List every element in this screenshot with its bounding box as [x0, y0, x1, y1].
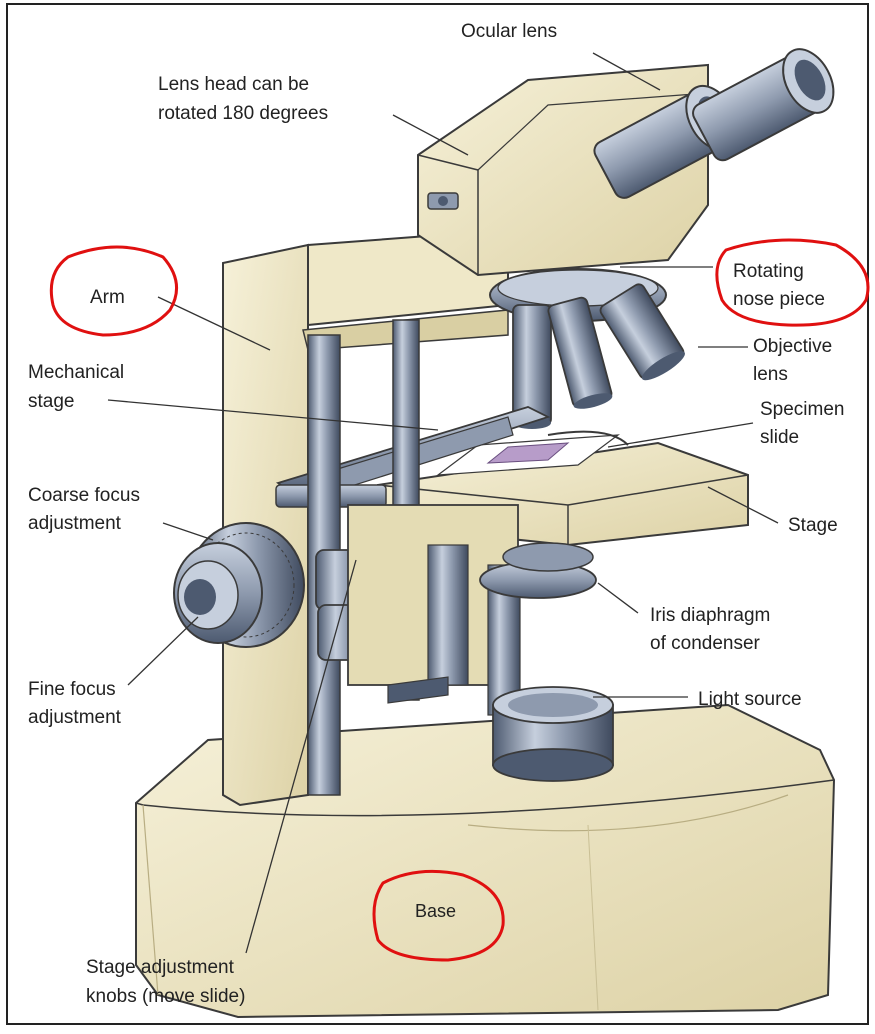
highlight-circle-arm	[49, 245, 179, 337]
label-fine-line1: Fine focus	[28, 679, 116, 700]
label-light-source: Light source	[698, 689, 802, 710]
ocular-lens	[593, 48, 835, 199]
label-lens-head-line2: rotated 180 degrees	[158, 103, 328, 124]
lens-head	[417, 63, 709, 277]
highlight-circles	[49, 238, 870, 962]
label-iris-line2: of condenser	[650, 633, 761, 654]
label-coarse-line2: adjustment	[28, 513, 122, 534]
label-stage-adjustment-line1: Stage adjustment	[86, 957, 235, 978]
label-iris-line1: Iris diaphragm	[650, 605, 770, 626]
coarse-focus-knob	[173, 522, 305, 648]
label-specimen-line1: Specimen	[760, 399, 845, 420]
leader-lines	[107, 52, 779, 954]
label-objective-line1: Objective	[753, 336, 832, 357]
label-arm: Arm	[90, 287, 125, 308]
label-specimen-line2: slide	[760, 427, 799, 448]
label-rotating-line1: Rotating	[733, 261, 804, 282]
condenser-assembly	[347, 504, 521, 716]
label-mechanical-line1: Mechanical	[28, 362, 124, 383]
label-lens-head-line1: Lens head can be	[158, 74, 309, 95]
light-source	[492, 686, 614, 782]
label-stage: Stage	[788, 515, 838, 536]
label-rotating-line2: nose piece	[733, 289, 825, 310]
label-fine-line2: adjustment	[28, 707, 122, 728]
label-objective-line2: lens	[753, 364, 788, 385]
microscope-diagram: Ocular lens Lens head can be rotated 180…	[28, 21, 870, 1019]
label-coarse-line1: Coarse focus	[28, 485, 140, 506]
diagram-frame: Ocular lens Lens head can be rotated 180…	[6, 3, 870, 1025]
label-mechanical-line2: stage	[28, 391, 74, 412]
label-stage-adjustment-line2: knobs (move slide)	[86, 986, 245, 1007]
iris-diaphragm	[479, 542, 597, 599]
highlight-circle-base	[372, 869, 505, 962]
diagram-labels: Ocular lens Lens head can be rotated 180…	[28, 21, 845, 1007]
label-base: Base	[415, 901, 456, 921]
highlight-circle-nose-piece	[715, 238, 870, 327]
label-ocular-lens: Ocular lens	[461, 21, 557, 42]
